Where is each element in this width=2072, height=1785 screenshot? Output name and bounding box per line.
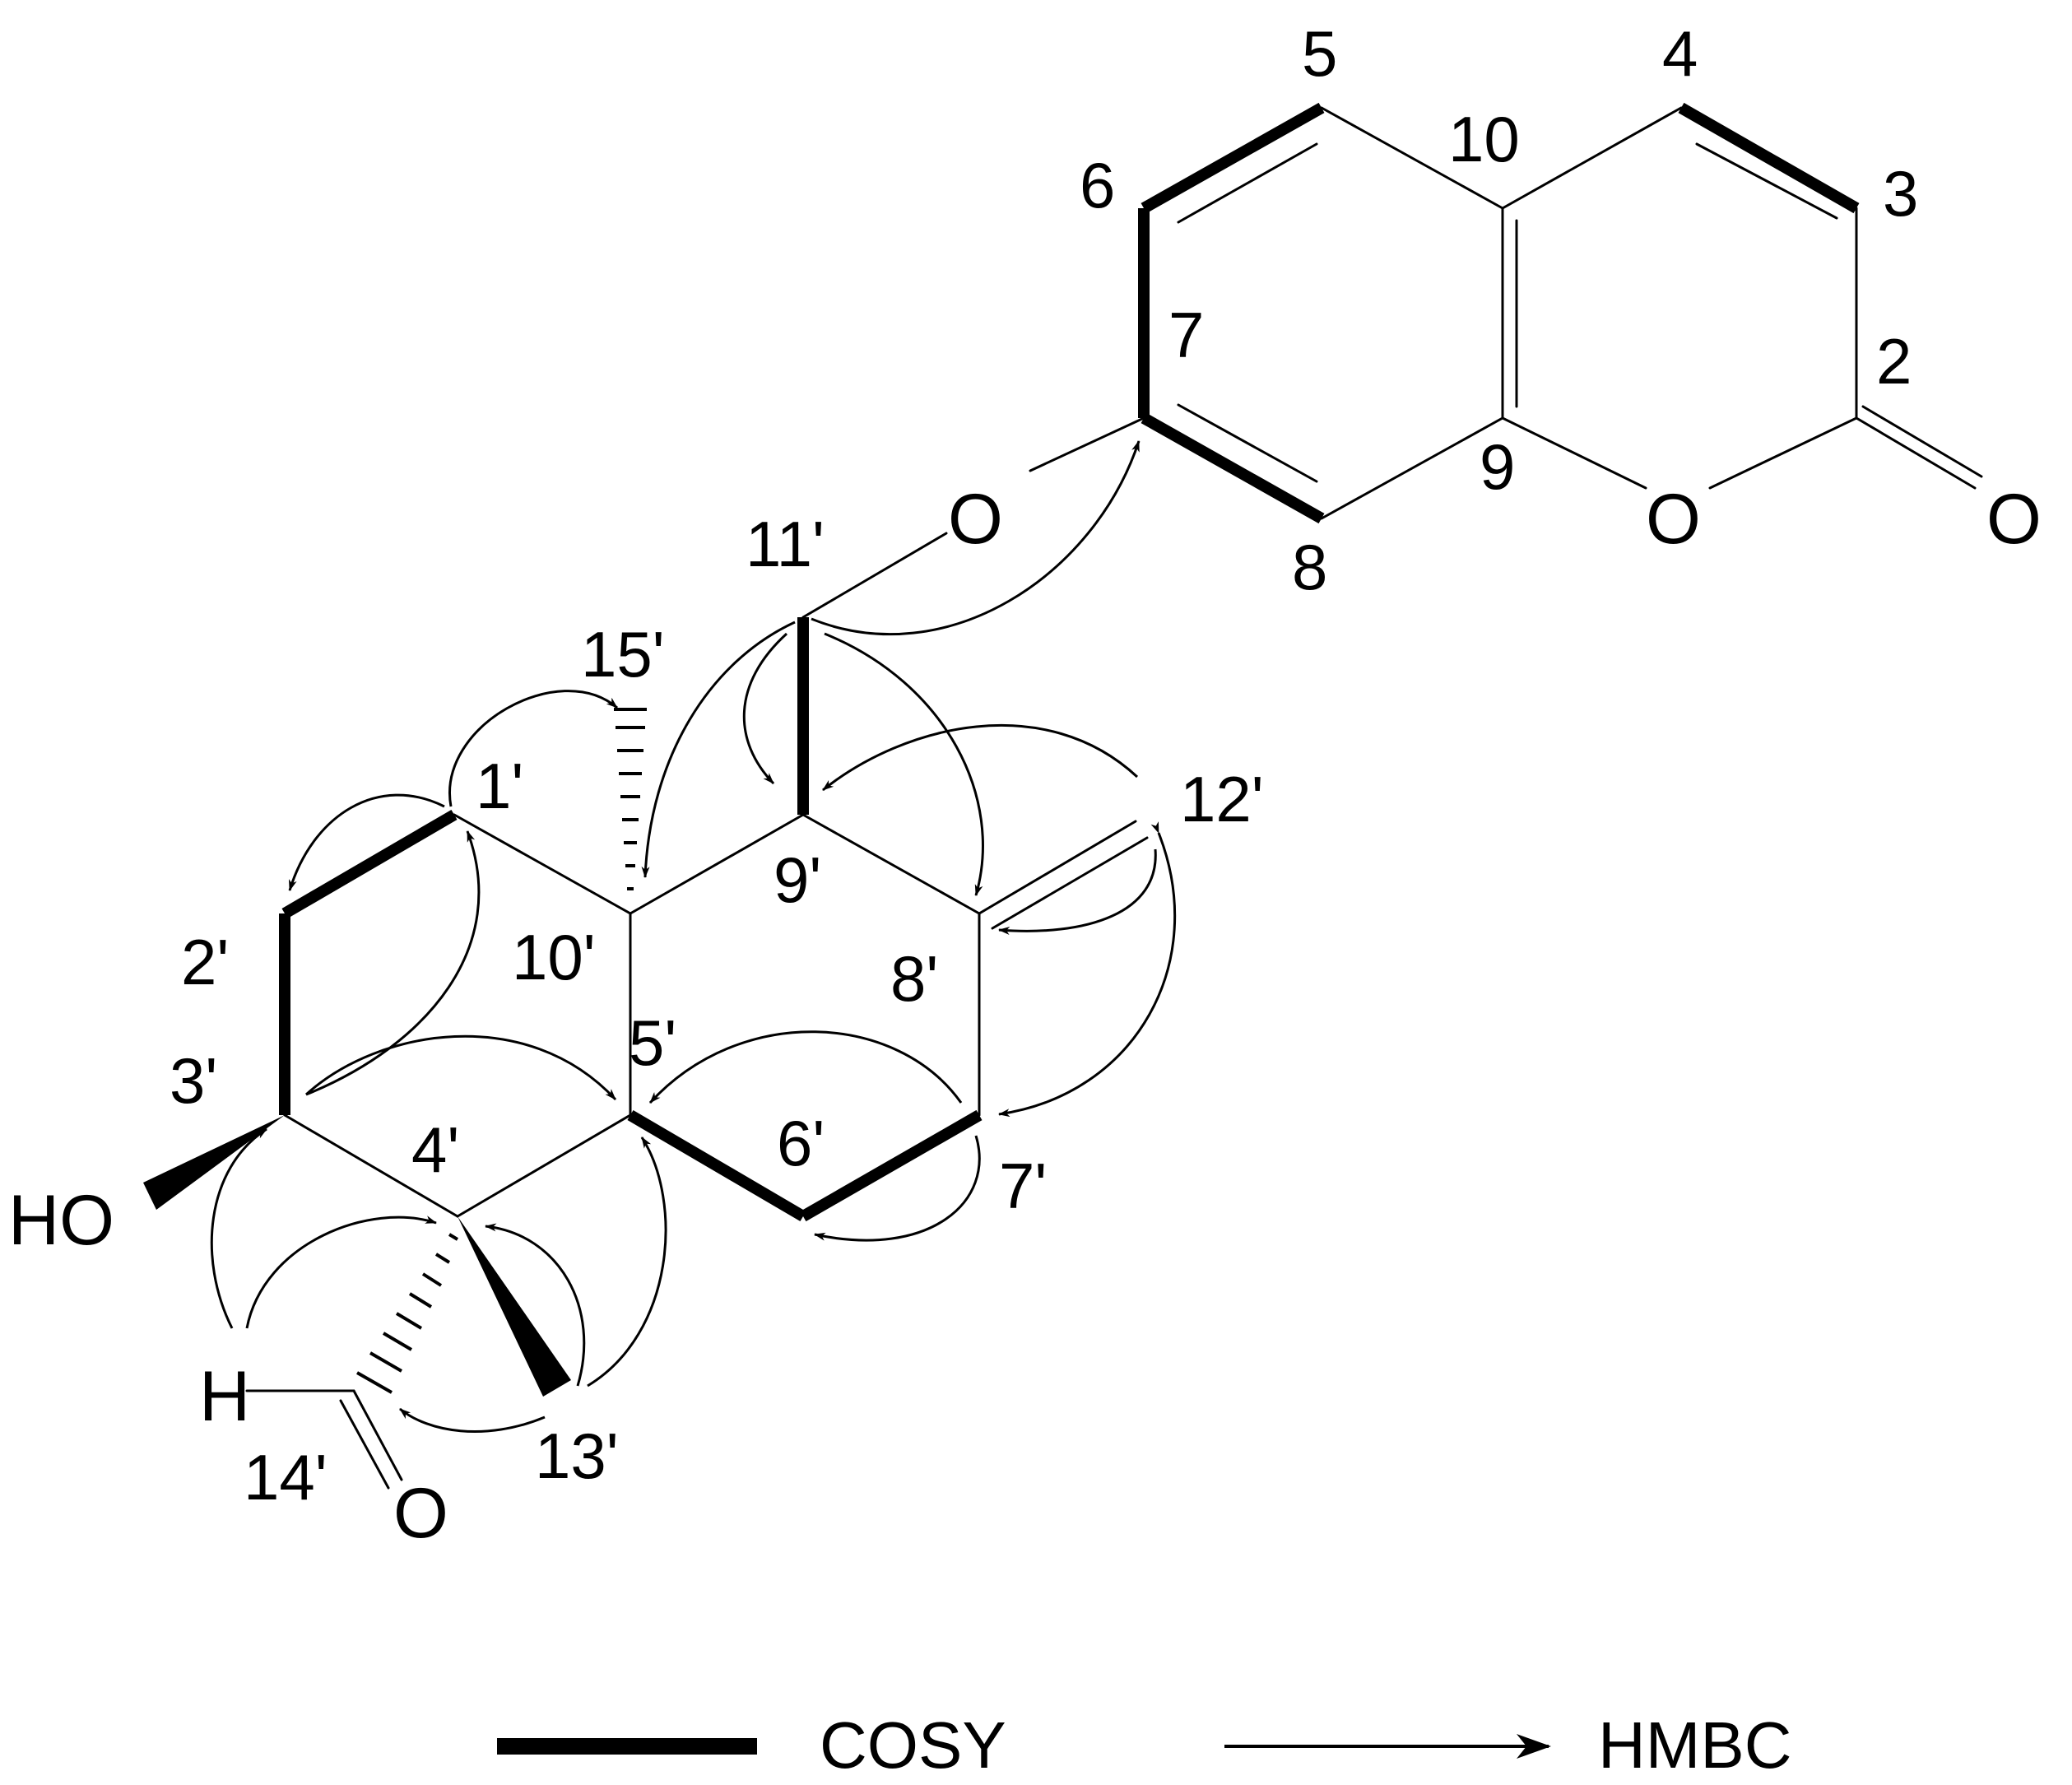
hmbc-14h-to-3 (210, 1127, 267, 1329)
hmbc-11-to-9 (742, 632, 788, 785)
numbering-labels: 2 3 4 5 6 7 8 9 10 1' 2' 3' 4' 5' 6' 7' … (170, 17, 1918, 1513)
hashed-bond-15 (614, 708, 647, 890)
label-p7: 7' (999, 1150, 1047, 1222)
label-p13: 13' (535, 1420, 619, 1492)
label-p3: 3' (170, 1044, 217, 1117)
hmbc-arrows (210, 440, 1177, 1433)
coumarin-skeleton (801, 106, 1983, 619)
hmbc-12-to-7 (998, 821, 1177, 1118)
label-c2: 2 (1876, 325, 1912, 397)
label-p6: 6' (777, 1107, 825, 1179)
terpenoid-skeleton (143, 708, 1149, 1490)
legend-cosy-label: COSY (820, 1708, 1006, 1782)
hmbc-11-to-7 (811, 440, 1141, 636)
hmbc-12-to-8 (998, 848, 1157, 935)
legend: COSY HMBC (497, 1708, 1792, 1782)
label-c5: 5 (1302, 17, 1337, 90)
hmbc-13-to-14 (399, 1407, 546, 1433)
hmbc-12-to-9 (822, 724, 1139, 792)
atom-h: H (199, 1357, 250, 1436)
hmbc-7-to-5 (648, 1030, 963, 1104)
hashed-bond-14 (356, 1233, 459, 1394)
label-p15: 15' (581, 618, 665, 690)
label-c3: 3 (1883, 157, 1918, 230)
atom-symbols: O O O O HO H (8, 480, 2042, 1553)
wedge-bond-13 (458, 1216, 571, 1397)
label-p9: 9' (774, 844, 821, 916)
label-p8: 8' (890, 942, 938, 1015)
label-c8: 8 (1292, 531, 1327, 603)
label-p11: 11' (746, 508, 825, 580)
hmbc-11-to-8 (824, 632, 984, 896)
hmbc-3-to-5 (304, 1034, 617, 1101)
label-p2: 2' (181, 926, 229, 998)
atom-ho: HO (8, 1181, 114, 1260)
label-c7: 7 (1168, 299, 1204, 371)
label-p5: 5' (629, 1006, 676, 1079)
hmbc-15-to-1 (448, 690, 618, 807)
label-p10: 10' (512, 921, 596, 993)
label-c4: 4 (1662, 17, 1698, 90)
hmbc-1-to-2 (288, 793, 445, 891)
hmbc-14h-to-4 (245, 1216, 437, 1329)
wedge-bond-ho (143, 1115, 285, 1210)
hmbc-7-to-6 (814, 1135, 981, 1242)
hmbc-11-to-10 (641, 621, 796, 878)
atom-o-carbonyl: O (1986, 480, 2042, 559)
atom-o-ring: O (1646, 480, 1701, 559)
label-c9: 9 (1480, 430, 1515, 503)
hmbc-13-to-4 (485, 1223, 586, 1387)
cosy-bonds (279, 102, 1860, 1222)
label-c10: 10 (1448, 103, 1520, 175)
label-p1: 1' (476, 750, 523, 822)
label-p12: 12' (1180, 763, 1264, 835)
legend-hmbc-label: HMBC (1598, 1708, 1792, 1782)
hmbc-3-to-1 (305, 830, 481, 1096)
hmbc-13-to-5 (587, 1137, 667, 1388)
atom-o-ether: O (948, 480, 1003, 559)
label-p4: 4' (411, 1113, 459, 1186)
label-p14: 14' (244, 1441, 328, 1513)
label-c6: 6 (1080, 149, 1115, 221)
atom-o-aldehyde: O (393, 1474, 448, 1553)
